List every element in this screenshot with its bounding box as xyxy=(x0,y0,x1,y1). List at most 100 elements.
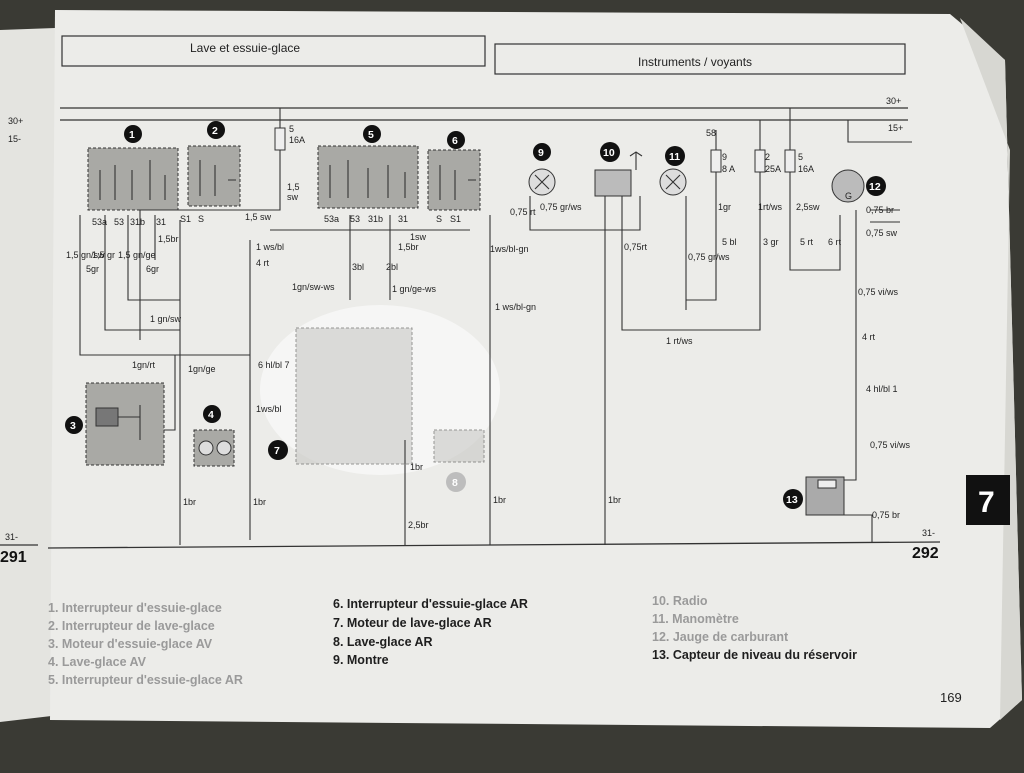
svg-text:8 A: 8 A xyxy=(722,164,735,174)
badge-13: 13 xyxy=(783,489,803,509)
legend-item: 13. Capteur de niveau du réservoir xyxy=(652,648,857,662)
svg-text:3 gr: 3 gr xyxy=(763,237,779,247)
svg-text:1,5 gr: 1,5 gr xyxy=(92,250,115,260)
svg-text:53: 53 xyxy=(350,214,360,224)
legend-right: 10. Radio 11. Manomètre 12. Jauge de car… xyxy=(652,594,857,662)
badge-2: 2 xyxy=(207,121,225,139)
svg-text:1br: 1br xyxy=(410,462,423,472)
badge-8: 8 xyxy=(446,472,466,492)
svg-text:3bl: 3bl xyxy=(352,262,364,272)
svg-text:1,5br: 1,5br xyxy=(398,242,419,252)
legend-item: 2. Interrupteur de lave-glace xyxy=(48,619,215,633)
svg-text:1 ws/bl: 1 ws/bl xyxy=(256,242,284,252)
svg-text:5 rt: 5 rt xyxy=(800,237,814,247)
svg-text:53a: 53a xyxy=(324,214,339,224)
svg-text:31b: 31b xyxy=(368,214,383,224)
svg-text:16A: 16A xyxy=(289,135,305,145)
page-edge xyxy=(960,18,1022,720)
rail-31-label: 31- xyxy=(922,528,935,538)
header-right-title: Instruments / voyants xyxy=(638,55,752,69)
svg-text:12: 12 xyxy=(869,181,881,193)
svg-text:7: 7 xyxy=(274,445,280,457)
svg-text:1 gn/ge-ws: 1 gn/ge-ws xyxy=(392,284,437,294)
svg-text:1rt/ws: 1rt/ws xyxy=(758,202,783,212)
header-box-left xyxy=(61,35,486,67)
svg-text:5: 5 xyxy=(368,129,374,141)
diagram-right-page-number: 292 xyxy=(912,545,939,562)
legend-item: 10. Radio xyxy=(652,594,708,608)
svg-text:1 ws/bl-gn: 1 ws/bl-gn xyxy=(495,302,536,312)
left-tab-b: 15- xyxy=(8,134,21,144)
svg-text:4: 4 xyxy=(208,409,214,421)
svg-text:1gr: 1gr xyxy=(718,202,731,212)
chapter-tab: 7 xyxy=(966,475,1010,525)
svg-text:25A: 25A xyxy=(765,164,781,174)
badge-9: 9 xyxy=(533,143,551,161)
svg-text:0,75 gr/ws: 0,75 gr/ws xyxy=(540,202,582,212)
svg-text:5gr: 5gr xyxy=(86,264,99,274)
svg-text:1,5: 1,5 xyxy=(287,182,300,192)
svg-text:9: 9 xyxy=(722,152,727,162)
svg-text:6gr: 6gr xyxy=(146,264,159,274)
badge-5: 5 xyxy=(363,125,381,143)
legend-item: 5. Interrupteur d'essuie-glace AR xyxy=(48,673,243,687)
svg-text:0,75 br: 0,75 br xyxy=(872,510,900,520)
diagram-left-page-number: 291 xyxy=(0,549,27,566)
svg-text:16A: 16A xyxy=(798,164,814,174)
svg-text:0,75 rt: 0,75 rt xyxy=(510,207,536,217)
svg-text:3: 3 xyxy=(70,420,76,432)
svg-text:10: 10 xyxy=(603,147,615,159)
svg-text:1 rt/ws: 1 rt/ws xyxy=(666,336,693,346)
svg-text:1br: 1br xyxy=(493,495,506,505)
svg-text:1gn/sw-ws: 1gn/sw-ws xyxy=(292,282,335,292)
svg-text:58: 58 xyxy=(706,128,716,138)
svg-text:11: 11 xyxy=(669,151,680,163)
component-5-switch xyxy=(317,145,419,209)
svg-text:S1: S1 xyxy=(180,214,191,224)
rail-31 xyxy=(47,541,941,549)
badge-4: 4 xyxy=(203,405,221,423)
svg-text:2,5sw: 2,5sw xyxy=(796,202,820,212)
rail-15-label: 15+ xyxy=(888,123,903,133)
svg-text:1gn/rt: 1gn/rt xyxy=(132,360,156,370)
component-11-gauge xyxy=(659,168,687,196)
wiring xyxy=(79,108,912,545)
svg-text:4 hl/bl 1: 4 hl/bl 1 xyxy=(866,384,898,394)
svg-text:0,75rt: 0,75rt xyxy=(624,242,648,252)
legend-item: 7. Moteur de lave-glace AR xyxy=(333,616,492,630)
svg-text:5: 5 xyxy=(289,124,294,134)
svg-text:5: 5 xyxy=(798,152,803,162)
component-13-tank-sender xyxy=(805,476,845,516)
left-rail-label: 31- xyxy=(5,532,18,542)
badge-10: 10 xyxy=(600,142,620,162)
svg-text:0,75 sw: 0,75 sw xyxy=(866,228,898,238)
svg-text:1br: 1br xyxy=(183,497,196,507)
svg-text:2: 2 xyxy=(212,125,218,137)
svg-text:4 rt: 4 rt xyxy=(256,258,270,268)
component-2-switch xyxy=(187,145,241,207)
svg-text:5 bl: 5 bl xyxy=(722,237,737,247)
svg-text:0,75 br: 0,75 br xyxy=(866,205,894,215)
rail-30-label: 30+ xyxy=(886,96,901,106)
svg-text:1br: 1br xyxy=(253,497,266,507)
svg-text:S: S xyxy=(436,214,442,224)
svg-text:53a: 53a xyxy=(92,217,107,227)
component-7-motor xyxy=(295,327,413,465)
svg-text:1gn/ge: 1gn/ge xyxy=(188,364,216,374)
legend-item: 1. Interrupteur d'essuie-glace xyxy=(48,601,222,615)
badge-11: 11 xyxy=(665,146,685,166)
right-page xyxy=(50,10,1022,728)
badge-12: 12 xyxy=(866,176,886,196)
svg-text:sw: sw xyxy=(287,192,299,202)
header-box-right xyxy=(494,43,906,75)
header-left-title: Lave et essuie-glace xyxy=(190,41,300,55)
badge-7: 7 xyxy=(268,440,288,460)
legend-item: 8. Lave-glace AR xyxy=(333,635,433,649)
legend-left: 1. Interrupteur d'essuie-glace 2. Interr… xyxy=(48,601,243,687)
wire-labels: 5 16A 1,5 sw 1,5 sw 53a 53 31b 31 S1 S 1… xyxy=(66,124,911,530)
svg-text:S: S xyxy=(198,214,204,224)
legend-item: 3. Moteur d'essuie-glace AV xyxy=(48,637,213,651)
svg-text:1,5 gn/sw: 1,5 gn/sw xyxy=(66,250,105,260)
legend-item: 6. Interrupteur d'essuie-glace AR xyxy=(333,597,528,611)
